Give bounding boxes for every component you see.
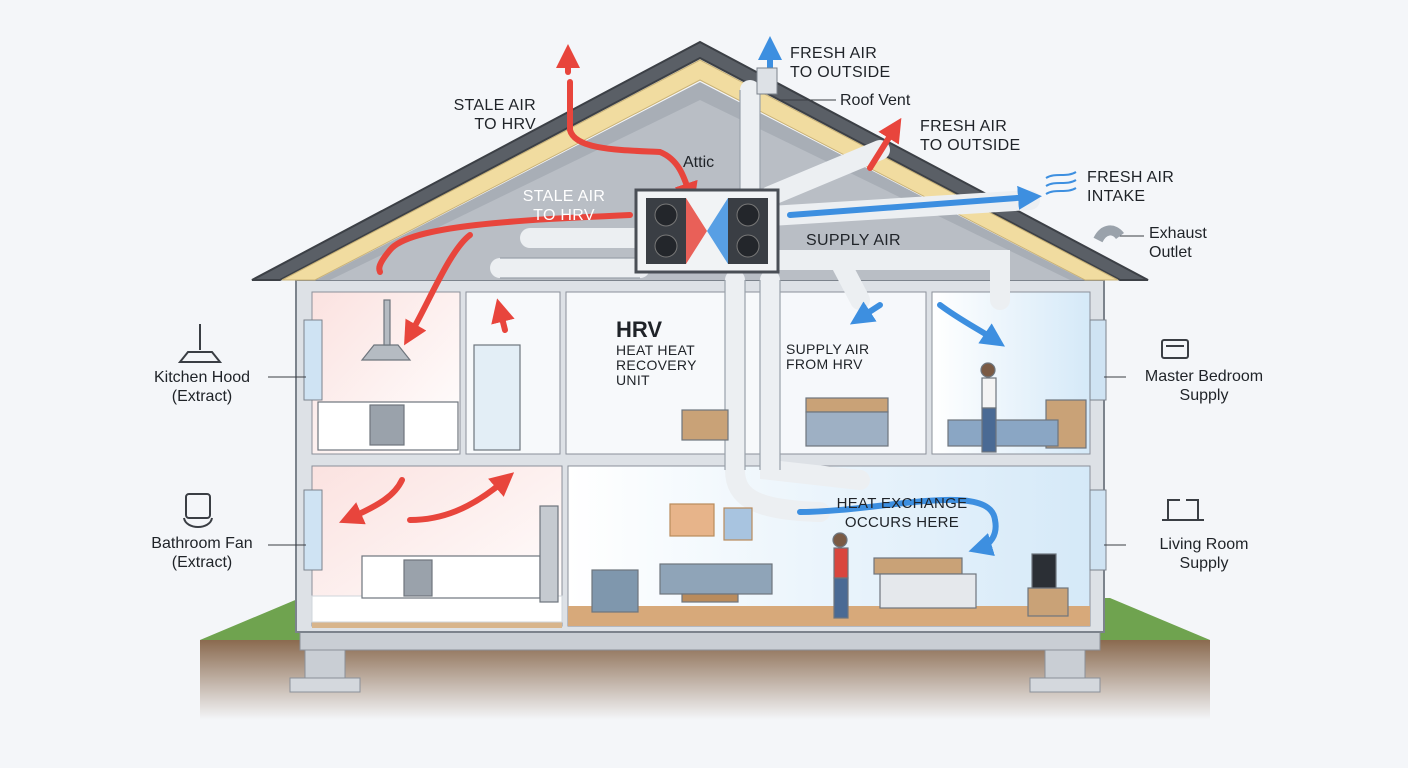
label-master-bedroom: Master Bedroom Supply bbox=[1144, 368, 1264, 404]
windows bbox=[303, 319, 1107, 571]
bed-icon bbox=[1161, 339, 1189, 359]
label-exhaust-outlet: Exhaust Outlet bbox=[1149, 225, 1207, 261]
label-attic: Attic bbox=[683, 154, 715, 171]
leader-lines bbox=[268, 99, 1144, 546]
label-bathroom-fan: Bathroom Fan (Extract) bbox=[151, 535, 253, 571]
kitchen-hood-icon bbox=[177, 324, 223, 363]
label-hrv-sub: HEAT HEAT RECOVERY UNIT bbox=[616, 342, 697, 388]
bathroom-fan-icon bbox=[183, 493, 213, 528]
hrv-unit bbox=[634, 188, 780, 274]
label-living-room: Living Room Supply bbox=[1159, 536, 1249, 572]
wind-icon bbox=[1045, 171, 1077, 195]
roof-vent bbox=[756, 67, 778, 95]
label-stale-air-left: STALE AIR TO HRV bbox=[453, 97, 536, 133]
label-fresh-air-outside-top: FRESH AIR TO OUTSIDE bbox=[790, 45, 891, 81]
label-hrv-title: HRV bbox=[616, 317, 663, 342]
label-fresh-air-intake: FRESH AIR INTAKE bbox=[1087, 169, 1175, 205]
stale-air-flows bbox=[338, 44, 902, 525]
label-kitchen-hood: Kitchen Hood (Extract) bbox=[153, 369, 251, 405]
furniture bbox=[317, 299, 1087, 619]
label-supply-air: SUPPLY AIR bbox=[806, 232, 901, 249]
label-fresh-air-outside-right: FRESH AIR TO OUTSIDE bbox=[920, 118, 1021, 154]
faucet-icon bbox=[1162, 499, 1204, 521]
label-heat-exchange: HEAT EXCHANGE OCCURS HERE bbox=[836, 495, 968, 531]
foundation bbox=[289, 627, 1101, 693]
label-supply-air-from-hrv: SUPPLY AIR FROM HRV bbox=[786, 341, 870, 372]
label-stale-air-center: STALE AIR TO HRV bbox=[522, 188, 606, 224]
label-roof-vent: Roof Vent bbox=[840, 92, 911, 109]
exhaust-outlet bbox=[1093, 225, 1124, 243]
